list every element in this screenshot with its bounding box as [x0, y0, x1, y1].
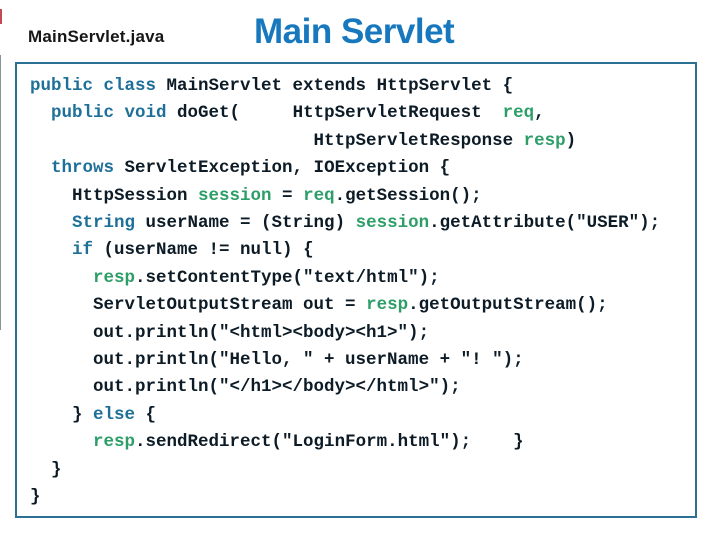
code-segment-kw: public void — [51, 103, 178, 124]
code-segment-plain — [30, 103, 51, 123]
code-segment-plain — [30, 240, 72, 260]
code-segment-plain: HttpSession — [30, 185, 199, 206]
code-line: if (userName != null) { — [30, 237, 695, 264]
code-segment-var: resp — [93, 432, 136, 453]
code-line: out.println("</h1></body></html>"); — [30, 374, 695, 401]
scan-artifact-mark — [0, 9, 2, 24]
code-segment-plain: userName = (String) — [135, 213, 356, 234]
code-segment-plain: out.println("</h1></body></html>"); — [30, 377, 461, 398]
code-segment-var: resp — [523, 130, 566, 151]
code-segment-plain: (userName != null) { — [93, 240, 314, 261]
code-segment-plain: ServletException, IOException { — [124, 158, 451, 179]
code-line: } else { — [30, 402, 695, 429]
code-segment-plain — [30, 268, 93, 288]
code-line: out.println("Hello, " + userName + "! ")… — [30, 347, 695, 374]
code-segment-var: resp — [93, 267, 136, 288]
code-segment-plain: out.println("Hello, " + userName + "! ")… — [30, 350, 524, 371]
code-segment-var: session — [198, 185, 272, 206]
code-segment-plain: HttpServletResponse — [30, 130, 524, 151]
code-segment-var: resp — [366, 295, 409, 316]
code-segment-plain: { — [135, 404, 157, 425]
code-segment-plain: , — [534, 103, 545, 124]
scan-artifact-line — [0, 55, 1, 330]
code-segment-plain — [30, 213, 72, 233]
code-segment-plain: .getSession(); — [334, 185, 482, 206]
code-line: throws ServletException, IOException { — [30, 155, 695, 182]
code-segment-plain — [30, 158, 51, 178]
code-line: resp.sendRedirect("LoginForm.html"); } — [30, 429, 695, 456]
code-segment-var: req — [303, 185, 335, 206]
code-line: out.println("<html><body><h1>"); — [30, 320, 695, 347]
code-box: public class MainServlet extends HttpSer… — [15, 62, 697, 518]
code-line: resp.setContentType("text/html"); — [30, 265, 695, 292]
code-segment-kw: public class — [30, 76, 167, 96]
code-segment-plain: } — [30, 459, 62, 480]
code-segment-var: session — [355, 213, 430, 234]
code-segment-plain: } — [30, 404, 94, 425]
code-segment-plain: .getAttribute("USER"); — [429, 213, 661, 234]
code-segment-plain: doGet( HttpServletRequest — [177, 103, 503, 124]
code-segment-kw: String — [72, 213, 136, 234]
code-line: public class MainServlet extends HttpSer… — [30, 73, 695, 100]
code-line: ServletOutputStream out = resp.getOutput… — [30, 292, 695, 319]
code-segment-plain: out.println("<html><body><h1>"); — [30, 322, 430, 343]
code-line: HttpServletResponse resp) — [30, 128, 695, 155]
page-title: Main Servlet — [254, 12, 455, 51]
code-segment-plain: ) — [565, 130, 577, 151]
code-segment-kw: else — [93, 404, 136, 425]
code-segment-var: req — [502, 103, 535, 124]
code-segment-plain: .sendRedirect("LoginForm.html"); } — [135, 432, 524, 453]
code-segment-plain: .setContentType("text/html"); — [135, 267, 440, 288]
code-line: public void doGet( HttpServletRequest re… — [30, 100, 695, 127]
code-segment-kw: if — [72, 240, 94, 261]
code-line: } — [30, 457, 695, 484]
code-segment-plain: MainServlet extends HttpServlet { — [166, 76, 514, 96]
code-line: HttpSession session = req.getSession(); — [30, 183, 695, 210]
code-segment-plain: ServletOutputStream out = — [30, 295, 367, 316]
code-line: } — [30, 484, 695, 511]
code-segment-kw: throws — [51, 158, 125, 179]
code-segment-plain: } — [30, 487, 41, 508]
code-line: String userName = (String) session.getAt… — [30, 210, 695, 237]
code-segment-plain — [30, 432, 93, 452]
file-name-label: MainServlet.java — [28, 27, 165, 46]
code-segment-plain: = — [271, 185, 304, 206]
code-segment-plain: .getOutputStream(); — [408, 295, 608, 316]
